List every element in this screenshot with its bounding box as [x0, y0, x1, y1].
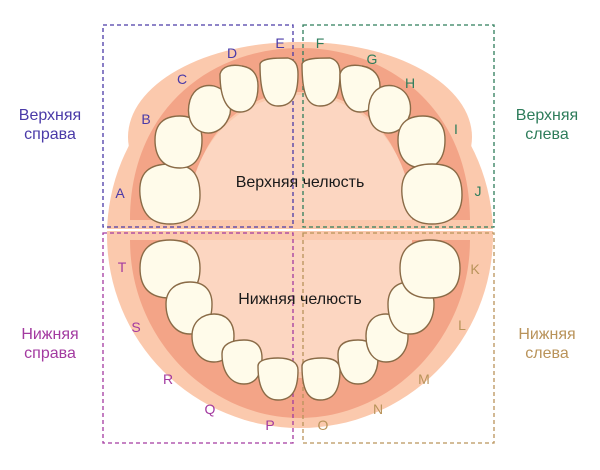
tooth-J	[401, 163, 463, 225]
tooth-A	[139, 163, 201, 225]
quadrant-label-upper-left: Верхняя слева	[502, 106, 592, 144]
tooth-label-R: R	[163, 371, 173, 387]
tooth-label-L: L	[458, 317, 466, 333]
quadrant-label-line2: справа	[24, 126, 76, 143]
quadrant-label-line2: слева	[525, 126, 569, 143]
tongue-area	[188, 240, 412, 372]
upper-jaw-label: Верхняя челюсть	[236, 174, 365, 191]
quadrant-label-line1: Нижняя	[21, 326, 79, 343]
tooth-P	[257, 357, 299, 401]
tooth-label-Q: Q	[205, 401, 216, 417]
tooth-label-G: G	[367, 51, 378, 67]
quadrant-label-lower-right: Нижняя справа	[6, 325, 94, 363]
tooth-label-E: E	[275, 35, 284, 51]
tooth-label-D: D	[227, 45, 237, 61]
quadrant-label-line1: Верхняя	[515, 107, 579, 124]
quadrant-label-lower-left: Нижняя слева	[502, 325, 592, 363]
quadrant-label-line2: справа	[24, 345, 76, 362]
tooth-F	[301, 57, 341, 107]
quadrant-label-upper-right: Верхняя справа	[6, 106, 94, 144]
quadrant-label-line2: слева	[525, 345, 569, 362]
tooth-label-O: O	[318, 417, 329, 433]
tooth-C	[187, 84, 232, 134]
quadrant-box-lower-right	[102, 232, 294, 444]
tooth-Q	[221, 339, 263, 385]
tooth-label-F: F	[316, 35, 325, 51]
tooth-label-B: B	[141, 111, 150, 127]
tooth-label-T: T	[118, 259, 127, 275]
tooth-D	[219, 64, 259, 113]
tooth-label-I: I	[454, 121, 458, 137]
tooth-label-A: A	[115, 185, 125, 201]
tooth-B	[154, 115, 203, 169]
quadrant-label-line1: Верхняя	[18, 107, 82, 124]
palate	[188, 95, 412, 220]
tooth-I	[397, 115, 446, 169]
tooth-label-P: P	[265, 417, 274, 433]
tooth-label-C: C	[177, 71, 187, 87]
gum-lower-arch	[130, 240, 470, 418]
tooth-label-J: J	[475, 183, 482, 199]
upper-teeth	[139, 57, 463, 225]
tooth-label-H: H	[405, 75, 415, 91]
tooth-H	[367, 84, 412, 134]
tooth-label-N: N	[373, 401, 383, 417]
lower-teeth	[139, 239, 461, 401]
quadrant-box-lower-left	[302, 232, 495, 444]
tooth-E	[259, 57, 299, 107]
quadrant-label-line1: Нижняя	[518, 326, 576, 343]
tooth-label-S: S	[131, 319, 140, 335]
quadrant-box-upper-right	[102, 24, 294, 228]
tooth-label-M: M	[418, 371, 430, 387]
tooth-label-K: K	[470, 261, 480, 277]
lower-jaw-label: Нижняя челюсть	[238, 291, 362, 308]
tooth-K	[399, 239, 461, 299]
tooth-O	[301, 357, 341, 401]
